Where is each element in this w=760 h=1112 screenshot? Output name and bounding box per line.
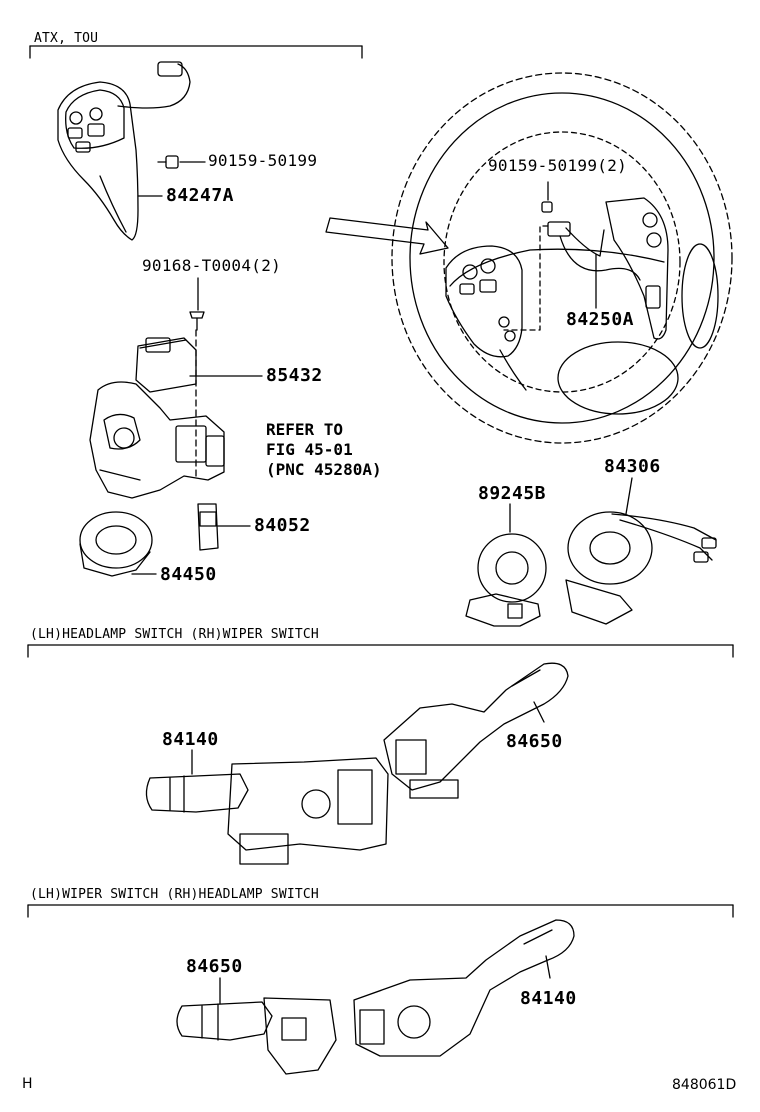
part-number-84052: 84052 — [254, 515, 311, 536]
diagram-id: 848061D — [672, 1077, 737, 1093]
wheel-right-pad — [605, 197, 669, 340]
leader-lines-middle — [191, 701, 545, 775]
connector-84052 — [197, 503, 219, 551]
refer-line-2: FIG 45-01 — [266, 440, 353, 459]
section-label-middle: (LH)HEADLAMP SWITCH (RH)WIPER SWITCH — [30, 627, 319, 642]
wheel-left-pad — [445, 245, 527, 391]
refer-line-3: (PNC 45280A) — [266, 460, 382, 479]
part-number-84450: 84450 — [160, 564, 217, 585]
headlamp-switch-lh-middle — [145, 757, 389, 865]
leader-lines-bottom — [219, 955, 551, 1005]
part-number-84650-bottom: 84650 — [186, 956, 243, 977]
wiring-harness-84250a — [503, 221, 641, 331]
headlamp-switch-rh-bottom — [353, 919, 575, 1057]
leader-lines-top-left — [131, 161, 263, 575]
module-85432 — [135, 337, 197, 393]
leader-lines-top-right — [509, 181, 633, 533]
part-number-84250a: 84250A — [566, 309, 635, 330]
screw-90168 — [189, 311, 205, 331]
refer-line-1: REFER TO — [266, 420, 344, 439]
part-number-84306: 84306 — [604, 456, 661, 477]
footer-left-mark: H — [22, 1076, 33, 1092]
refer-to-note: REFER TO FIG 45-01 (PNC 45280A) — [266, 420, 382, 480]
part-number-90159-50199-left: 90159-50199 — [208, 151, 318, 170]
section-bracket-middle — [27, 644, 734, 658]
steering-wheel — [391, 72, 733, 444]
part-number-90159-50199-right: 90159-50199(2) — [488, 156, 628, 175]
section-bracket-top — [29, 45, 363, 59]
part-number-84247a: 84247A — [166, 185, 235, 206]
part-number-84140-middle: 84140 — [162, 729, 219, 750]
screw-90159-left — [157, 155, 179, 169]
section-label-bottom: (LH)WIPER SWITCH (RH)HEADLAMP SWITCH — [30, 887, 319, 902]
clock-spring-89245b — [465, 533, 547, 627]
wiper-switch-lh-bottom — [176, 997, 337, 1075]
part-number-85432: 85432 — [266, 365, 323, 386]
ignition-ring-84450 — [79, 511, 153, 577]
part-number-89245b: 89245B — [478, 483, 547, 504]
wiper-switch-rh-middle — [383, 662, 569, 799]
indicator-arrow — [325, 217, 449, 255]
part-number-90168-t0004: 90168-T0004(2) — [142, 256, 282, 275]
spiral-cable-84306 — [565, 511, 717, 625]
screw-90159-right — [541, 201, 553, 213]
part-number-84650-middle: 84650 — [506, 731, 563, 752]
section-bracket-bottom — [27, 904, 734, 918]
part-number-84140-bottom: 84140 — [520, 988, 577, 1009]
steering-pad-switch-84247a — [57, 61, 191, 241]
section-label-top: ATX, TOU — [34, 31, 99, 46]
column-switch-assembly — [89, 381, 225, 499]
